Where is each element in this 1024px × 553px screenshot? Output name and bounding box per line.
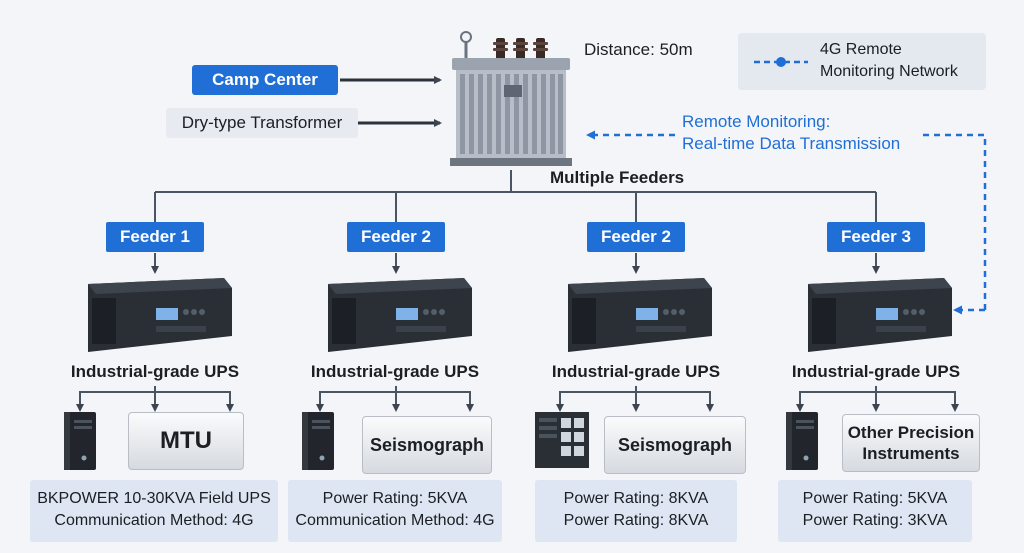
remote-line-2: Real-time Data Transmission [682,134,901,153]
remote-monitoring-text: Remote Monitoring: Real-time Data Transm… [682,111,900,155]
input-arrows [340,76,442,127]
legend-line-2: Monitoring Network [820,63,958,80]
ups-unit-icon [568,278,712,352]
info-line: Communication Method: 4G [54,512,254,529]
info-line: Power Rating: 5KVA [322,490,468,507]
info-box-3: Power Rating: 8KVA Power Rating: 8KVA [535,480,737,542]
info-line: Communication Method: 4G [295,512,495,529]
ups-unit-icon [808,278,952,352]
mtu-device: MTU [128,412,244,470]
ups-unit-icon [328,278,472,352]
device-label-line-1: Other Precision [847,423,975,442]
tower-server-icon [302,412,334,470]
ups-label-1: Industrial-grade UPS [70,362,240,381]
feeder-label-2: Feeder 2 [347,222,445,252]
ups-unit-icon [88,278,232,352]
feeder-label-4: Feeder 3 [827,222,925,252]
multiple-feeders-label: Multiple Feeders [550,168,685,187]
ups-to-load-arrows [76,386,959,412]
distance-label: Distance: 50m [584,40,693,59]
seismograph-device: Seismograph [362,416,492,474]
info-line: Power Rating: 8KVA [563,512,709,529]
camp-center-label: Camp Center [192,65,338,95]
info-box-4: Power Rating: 5KVA Power Rating: 3KVA [778,480,972,542]
legend: 4G Remote Monitoring Network [738,33,986,90]
feeder-label-1: Feeder 1 [106,222,204,252]
tower-server-icon [786,412,818,470]
ups-label-3: Industrial-grade UPS [551,362,721,381]
remote-monitoring-link [586,130,987,315]
info-line: Power Rating: 3KVA [802,512,948,529]
info-line: BKPOWER 10-30KVA Field UPS [37,490,271,507]
transformer-type-label: Dry-type Transformer [166,108,358,138]
ups-label-4: Industrial-grade UPS [791,362,961,381]
server-rack-icon [535,412,589,468]
remote-line-1: Remote Monitoring: [682,112,831,131]
device-label-line-2: Instruments [862,444,960,463]
feeder-label-3: Feeder 2 [587,222,685,252]
ups-label-2: Industrial-grade UPS [310,362,480,381]
info-box-1: BKPOWER 10-30KVA Field UPS Communication… [30,480,278,542]
info-box-2: Power Rating: 5KVA Communication Method:… [288,480,502,542]
dashed-link-legend-icon [754,57,808,67]
legend-line-1: 4G Remote [820,41,902,58]
seismograph-device: Seismograph [604,416,746,474]
tower-server-icon [64,412,96,470]
info-line: Power Rating: 5KVA [802,490,948,507]
feeder-to-ups-arrows [151,253,880,274]
precision-instruments-device: Other Precision Instruments [842,414,980,472]
info-line: Power Rating: 8KVA [563,490,709,507]
feeder-bus [154,170,877,222]
transformer-icon [450,31,572,166]
